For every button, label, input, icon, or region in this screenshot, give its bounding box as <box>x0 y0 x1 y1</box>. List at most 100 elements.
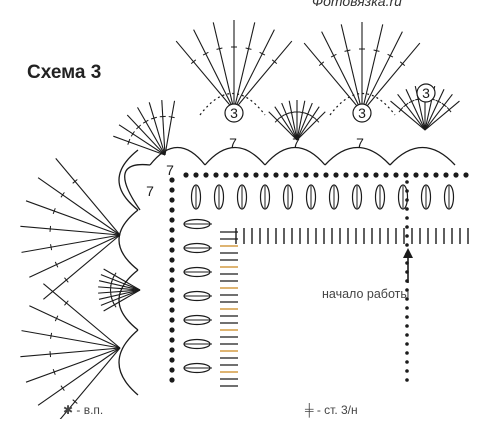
chain-stitch-icon <box>169 187 174 192</box>
chain-stitch-icon <box>405 243 409 247</box>
treble-stitch-icon <box>300 112 306 113</box>
chain-stitch-icon <box>433 172 438 177</box>
legend-chain-stitch: ✱ - в.п. <box>63 403 103 417</box>
chain-stitch-icon <box>405 369 409 373</box>
treble-stitch-icon <box>374 50 380 51</box>
chain-stitch-icon <box>203 172 208 177</box>
chain-stitch-icon <box>383 172 388 177</box>
chain-stitch-icon <box>213 172 218 177</box>
chain-stitch-icon <box>413 172 418 177</box>
chain-stitch-icon <box>263 172 268 177</box>
chain-stitch-icon <box>405 216 409 220</box>
chain-stitch-icon <box>303 172 308 177</box>
chain-stitch-icon <box>405 306 409 310</box>
arch <box>390 148 455 166</box>
legend-treble-stitch: ╪ - ст. 3/н <box>305 403 358 417</box>
arch <box>119 330 138 395</box>
chain-stitch-icon <box>293 172 298 177</box>
number-label: 3 <box>358 105 366 121</box>
treble-stitch-icon <box>29 306 120 348</box>
chain-stitch-icon <box>183 172 188 177</box>
chain-stitch-icon <box>169 297 174 302</box>
chain-stitch-icon <box>405 180 409 184</box>
chain-dots-layer <box>169 172 468 382</box>
chain-stitch-icon <box>405 342 409 346</box>
chain-stitch-icon <box>169 177 174 182</box>
number-label: 7 <box>146 183 154 199</box>
treble-stitch-icon <box>119 125 165 155</box>
treble-stitch-icon <box>20 348 120 357</box>
chain-stitch-icon <box>405 225 409 229</box>
chain-stitch-icon <box>169 307 174 312</box>
scheme-title: Схема 3 <box>27 62 101 84</box>
start-arrow <box>403 248 413 283</box>
chain-stitch-icon <box>343 172 348 177</box>
chain-stitch-icon <box>405 378 409 382</box>
treble-stitch-icon <box>22 235 120 252</box>
chain-stitch-icon <box>273 172 278 177</box>
number-label: 3 <box>422 85 430 101</box>
chain-stitch-icon <box>333 172 338 177</box>
number-label: 7 <box>356 135 364 151</box>
chain-stitch-icon <box>169 237 174 242</box>
chain-stitch-icon <box>253 172 258 177</box>
chain-stitch-icon <box>169 347 174 352</box>
chain-stitch-icon <box>169 267 174 272</box>
chain-stitch-icon <box>443 172 448 177</box>
chain-stitch-icon <box>169 207 174 212</box>
chain-stitch-icon <box>405 315 409 319</box>
start-work-label: начало работы <box>322 287 409 301</box>
chain-stitch-icon <box>169 367 174 372</box>
chain-stitch-icon <box>423 172 428 177</box>
chain-stitch-icon <box>405 360 409 364</box>
treble-stitch-icon <box>50 226 51 232</box>
chain-stitch-icon <box>405 351 409 355</box>
treble-stitch-icon <box>22 331 120 348</box>
treble-stitch-icon <box>61 192 64 197</box>
number-label: 7 <box>292 135 300 151</box>
arch <box>119 150 138 210</box>
chain-stitch-icon <box>169 327 174 332</box>
chain-stitch-icon <box>169 227 174 232</box>
treble-stitch-icon <box>61 386 64 391</box>
chain-stitch-icon <box>353 172 358 177</box>
chain-stitch-icon <box>233 172 238 177</box>
treble-stitch-icon <box>43 284 120 348</box>
chain-stitch-icon <box>169 377 174 382</box>
treble-stitch-icon <box>51 333 52 339</box>
number-label: 7 <box>166 162 174 178</box>
treble-stitch-icon <box>345 50 351 51</box>
chain-stitch-icon <box>169 277 174 282</box>
treble-stitch-icon <box>104 290 140 311</box>
treble-stitch-icon <box>138 107 166 155</box>
chain-stitch-icon <box>453 172 458 177</box>
treble-stitch-icon <box>51 244 52 250</box>
chain-stitch-icon <box>169 247 174 252</box>
number-label: 3 <box>230 105 238 121</box>
arches-layer <box>119 94 455 396</box>
chain-stitch-icon <box>283 172 288 177</box>
chain-stitch-icon <box>243 172 248 177</box>
chain-stitch-icon <box>405 333 409 337</box>
chain-stitch-icon <box>169 337 174 342</box>
treble-stitch-icon <box>279 115 284 118</box>
chain-stitch-icon <box>169 287 174 292</box>
chain-stitch-icon <box>405 324 409 328</box>
header-text: Фотовязка.ru <box>312 0 402 9</box>
treble-stitch-icon <box>43 235 120 299</box>
treble-stitch-icon <box>165 101 175 155</box>
chain-stitch-icon <box>463 172 468 177</box>
chain-stitch-icon <box>393 172 398 177</box>
base-stitch-lines <box>220 228 468 386</box>
chain-stitch-icon <box>223 172 228 177</box>
chain-stitch-icon <box>403 172 408 177</box>
chain-stitch-icon <box>193 172 198 177</box>
arrow-head <box>403 248 413 258</box>
chain-stitch-icon <box>169 217 174 222</box>
chain-stitch-icon <box>313 172 318 177</box>
treble-stitch-icon <box>113 136 165 155</box>
treble-stitch-icon <box>289 112 295 113</box>
chain-stitch-icon <box>169 357 174 362</box>
